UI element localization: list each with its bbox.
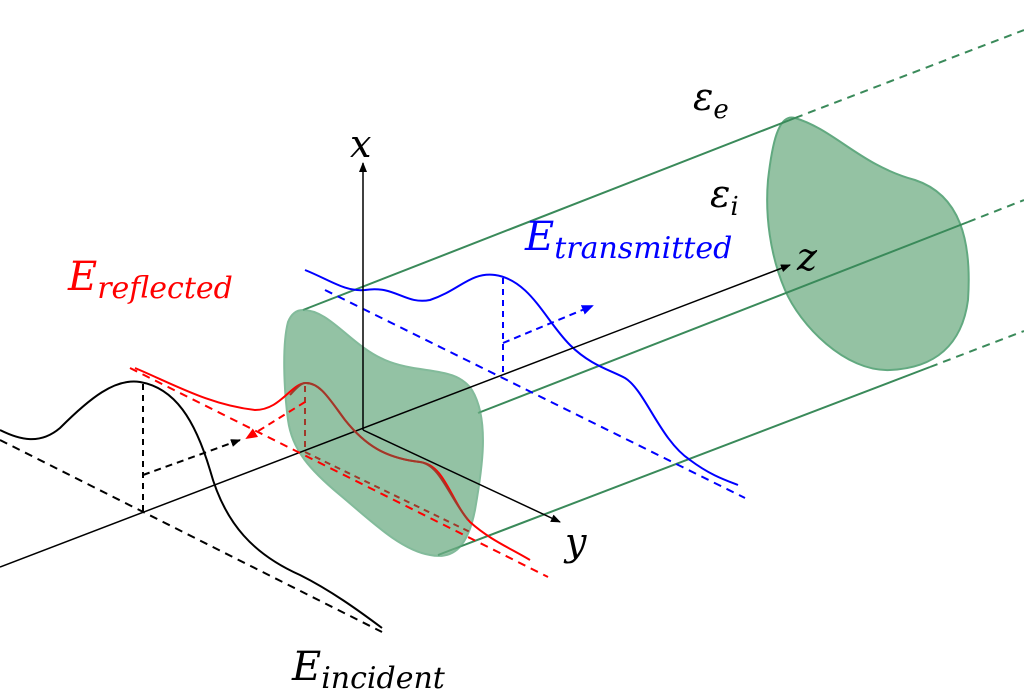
reflected-overlap-curve	[289, 381, 469, 521]
e-reflected-label: Ereflected	[67, 254, 233, 306]
cylinder-mid-line	[477, 221, 969, 414]
z-axis	[0, 264, 791, 568]
transmitted-curve	[304, 269, 739, 486]
z-axis-label: z	[796, 235, 818, 279]
back-cross-section	[766, 116, 970, 372]
incident-curve	[0, 380, 383, 629]
transmitted-direction-arrow	[502, 305, 594, 344]
eps-i-label: εi	[710, 172, 739, 222]
reflected-overlap-baseline	[304, 451, 471, 533]
y-axis	[362, 429, 561, 523]
axes	[0, 162, 791, 568]
e-incident-label: Eincident	[291, 644, 446, 696]
reflected-baseline	[129, 367, 549, 578]
incident-direction-arrow	[142, 439, 241, 476]
y-axis-label: y	[563, 520, 587, 564]
cylinder-mid-extension	[967, 199, 1024, 223]
x-axis-label: x	[350, 122, 371, 166]
incident-wave	[0, 380, 383, 633]
incident-baseline	[0, 439, 383, 633]
cylinder-bottom-extension	[929, 330, 1024, 368]
cylinder-top-line	[302, 117, 796, 311]
reflected-wave	[129, 367, 549, 578]
cylinder-bottom-line	[437, 366, 931, 556]
e-transmitted-label: Etransmitted	[524, 214, 732, 266]
cylinder-top-extension	[794, 29, 1024, 119]
eps-e-label: εe	[693, 75, 729, 125]
transmitted-wave	[304, 269, 746, 499]
cylinder	[302, 29, 1024, 556]
labels: x y z εe εi Ereflected Etransmitted Einc…	[67, 75, 818, 696]
front-cross-section	[283, 308, 484, 557]
